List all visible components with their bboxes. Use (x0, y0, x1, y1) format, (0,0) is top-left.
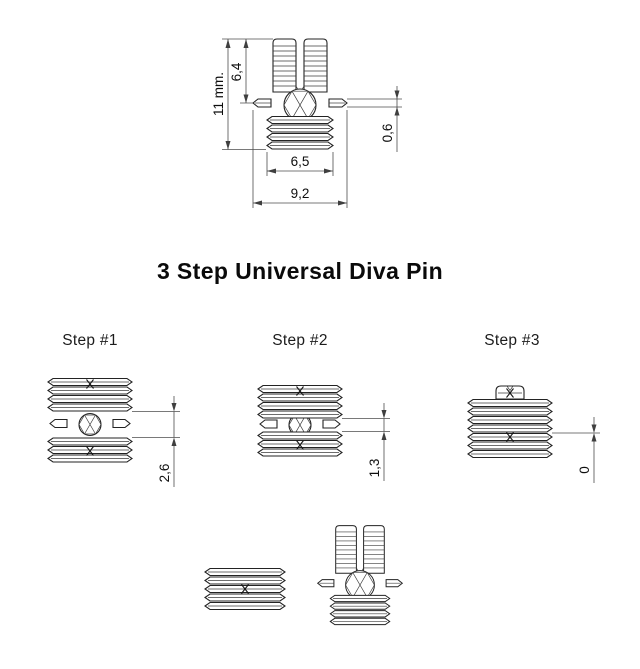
step-2-view: 1,3 (257, 384, 390, 481)
step-3-gap-label: 0 (577, 466, 592, 474)
step-1-gap-label: 2,6 (157, 464, 172, 483)
dim-total-height-label: 11 mm. (211, 72, 226, 116)
pin-bottom-view (318, 526, 403, 625)
step-1-view: 2,6 (47, 377, 180, 487)
sleeve-bottom-view (204, 567, 286, 611)
step-3-view: 0 (467, 385, 600, 483)
step-2-label: Step #2 (272, 332, 328, 349)
dim-upper-height-label: 6,4 (229, 62, 244, 81)
page-title: 3 Step Universal Diva Pin (157, 258, 443, 284)
front-view-dimensions: 11 mm. 6,4 0,6 6,5 9,2 (211, 38, 402, 208)
pin-front-view (253, 39, 347, 149)
dim-flange-thickness-label: 0,6 (380, 124, 395, 143)
dim-inner-width-label: 6,5 (291, 154, 310, 169)
dim-outer-width-label: 9,2 (291, 186, 310, 201)
step-1-label: Step #1 (62, 332, 118, 349)
step-3-label: Step #3 (484, 332, 540, 349)
step-2-gap-label: 1,3 (367, 459, 382, 478)
